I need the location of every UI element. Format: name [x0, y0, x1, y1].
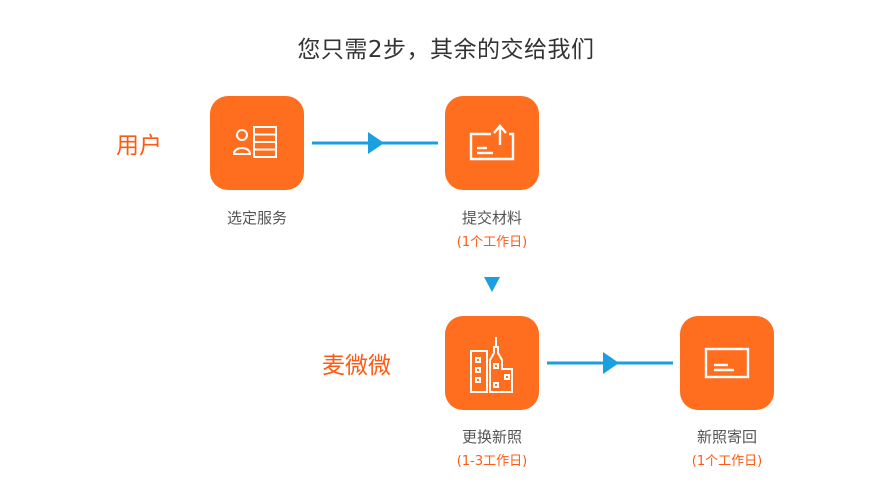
role-label-company: 麦微微	[322, 353, 391, 379]
arrow-right-icon	[312, 132, 438, 154]
license-card-icon	[704, 347, 750, 379]
role-label-user: 用户	[116, 133, 162, 159]
step-submit-materials-box	[445, 96, 539, 190]
step-mail-back-box	[680, 316, 774, 410]
building-icon	[470, 337, 513, 393]
arrow-down-icon	[484, 277, 500, 292]
step-replace-license-box	[445, 316, 539, 410]
step-select-service-box	[210, 96, 304, 190]
step-mail-back-duration: (1个工作日)	[691, 454, 763, 469]
arrow-right-icon	[547, 352, 673, 374]
upload-document-icon	[469, 124, 515, 161]
step-mail-back-label: 新照寄回	[696, 428, 757, 446]
page-title: 您只需2步，其余的交给我们	[297, 37, 595, 63]
step-submit-materials-label: 提交材料	[461, 209, 522, 227]
step-replace-license-label: 更换新照	[461, 428, 522, 446]
service-list-icon	[232, 126, 277, 158]
step-replace-license-duration: (1-3工作日)	[456, 454, 528, 469]
step-submit-materials-duration: (1个工作日)	[456, 235, 528, 250]
step-select-service-label: 选定服务	[226, 209, 287, 227]
